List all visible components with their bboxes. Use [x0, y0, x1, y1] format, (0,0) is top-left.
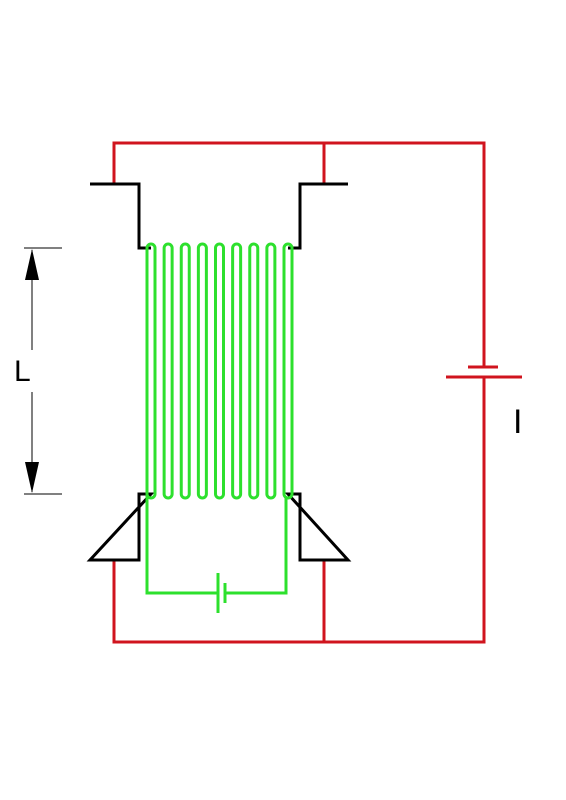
- coil-turn: [145, 242, 157, 500]
- coil: [145, 242, 294, 500]
- coil-turn: [265, 242, 277, 500]
- coil-turn: [282, 242, 294, 500]
- top-wire: [112, 141, 486, 367]
- left-pole: [86, 182, 155, 562]
- bottom-wire: [112, 377, 486, 644]
- right-pole: [284, 182, 352, 562]
- coil-turn: [179, 242, 191, 500]
- coil-turn: [196, 242, 208, 500]
- coil-circuit: [145, 495, 288, 613]
- dimension-arrow-down: [25, 462, 39, 493]
- coil-turn: [162, 242, 174, 500]
- coil-turn: [231, 242, 243, 500]
- coil-turn: [214, 242, 225, 500]
- coil-lead-wire: [145, 495, 288, 595]
- magnet-frame: [86, 182, 352, 562]
- current-label: I: [513, 403, 523, 441]
- outer-circuit: [112, 141, 522, 644]
- coil-turn: [248, 242, 260, 500]
- dimension-arrow-up: [25, 249, 39, 280]
- length-label: L: [14, 355, 31, 388]
